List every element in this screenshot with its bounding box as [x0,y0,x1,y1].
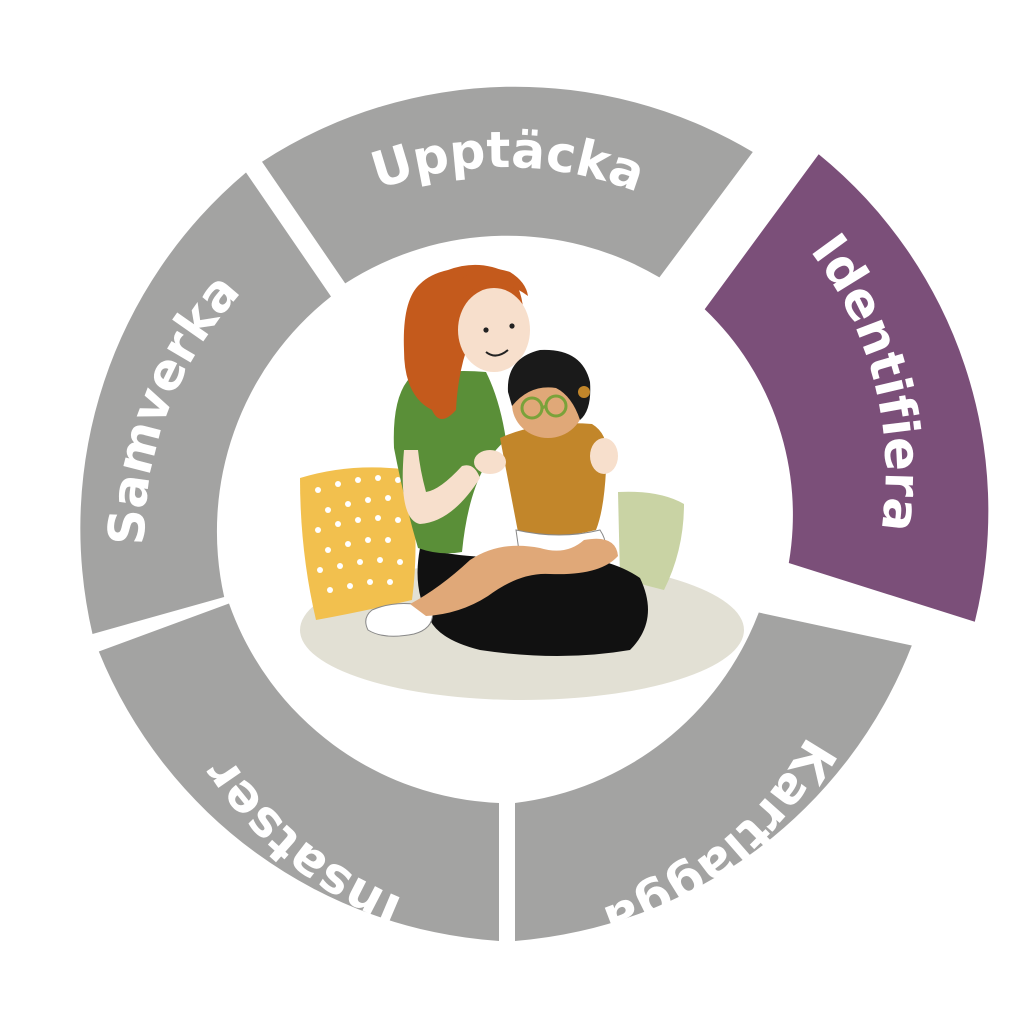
segment-insatser[interactable] [98,603,500,942]
segment-kartlagga[interactable] [515,612,912,942]
segment-samverka[interactable] [80,172,331,635]
segment-identifiera[interactable] [704,154,989,622]
adult-and-child-icon [300,264,744,700]
segment-upptacka[interactable] [262,86,753,284]
